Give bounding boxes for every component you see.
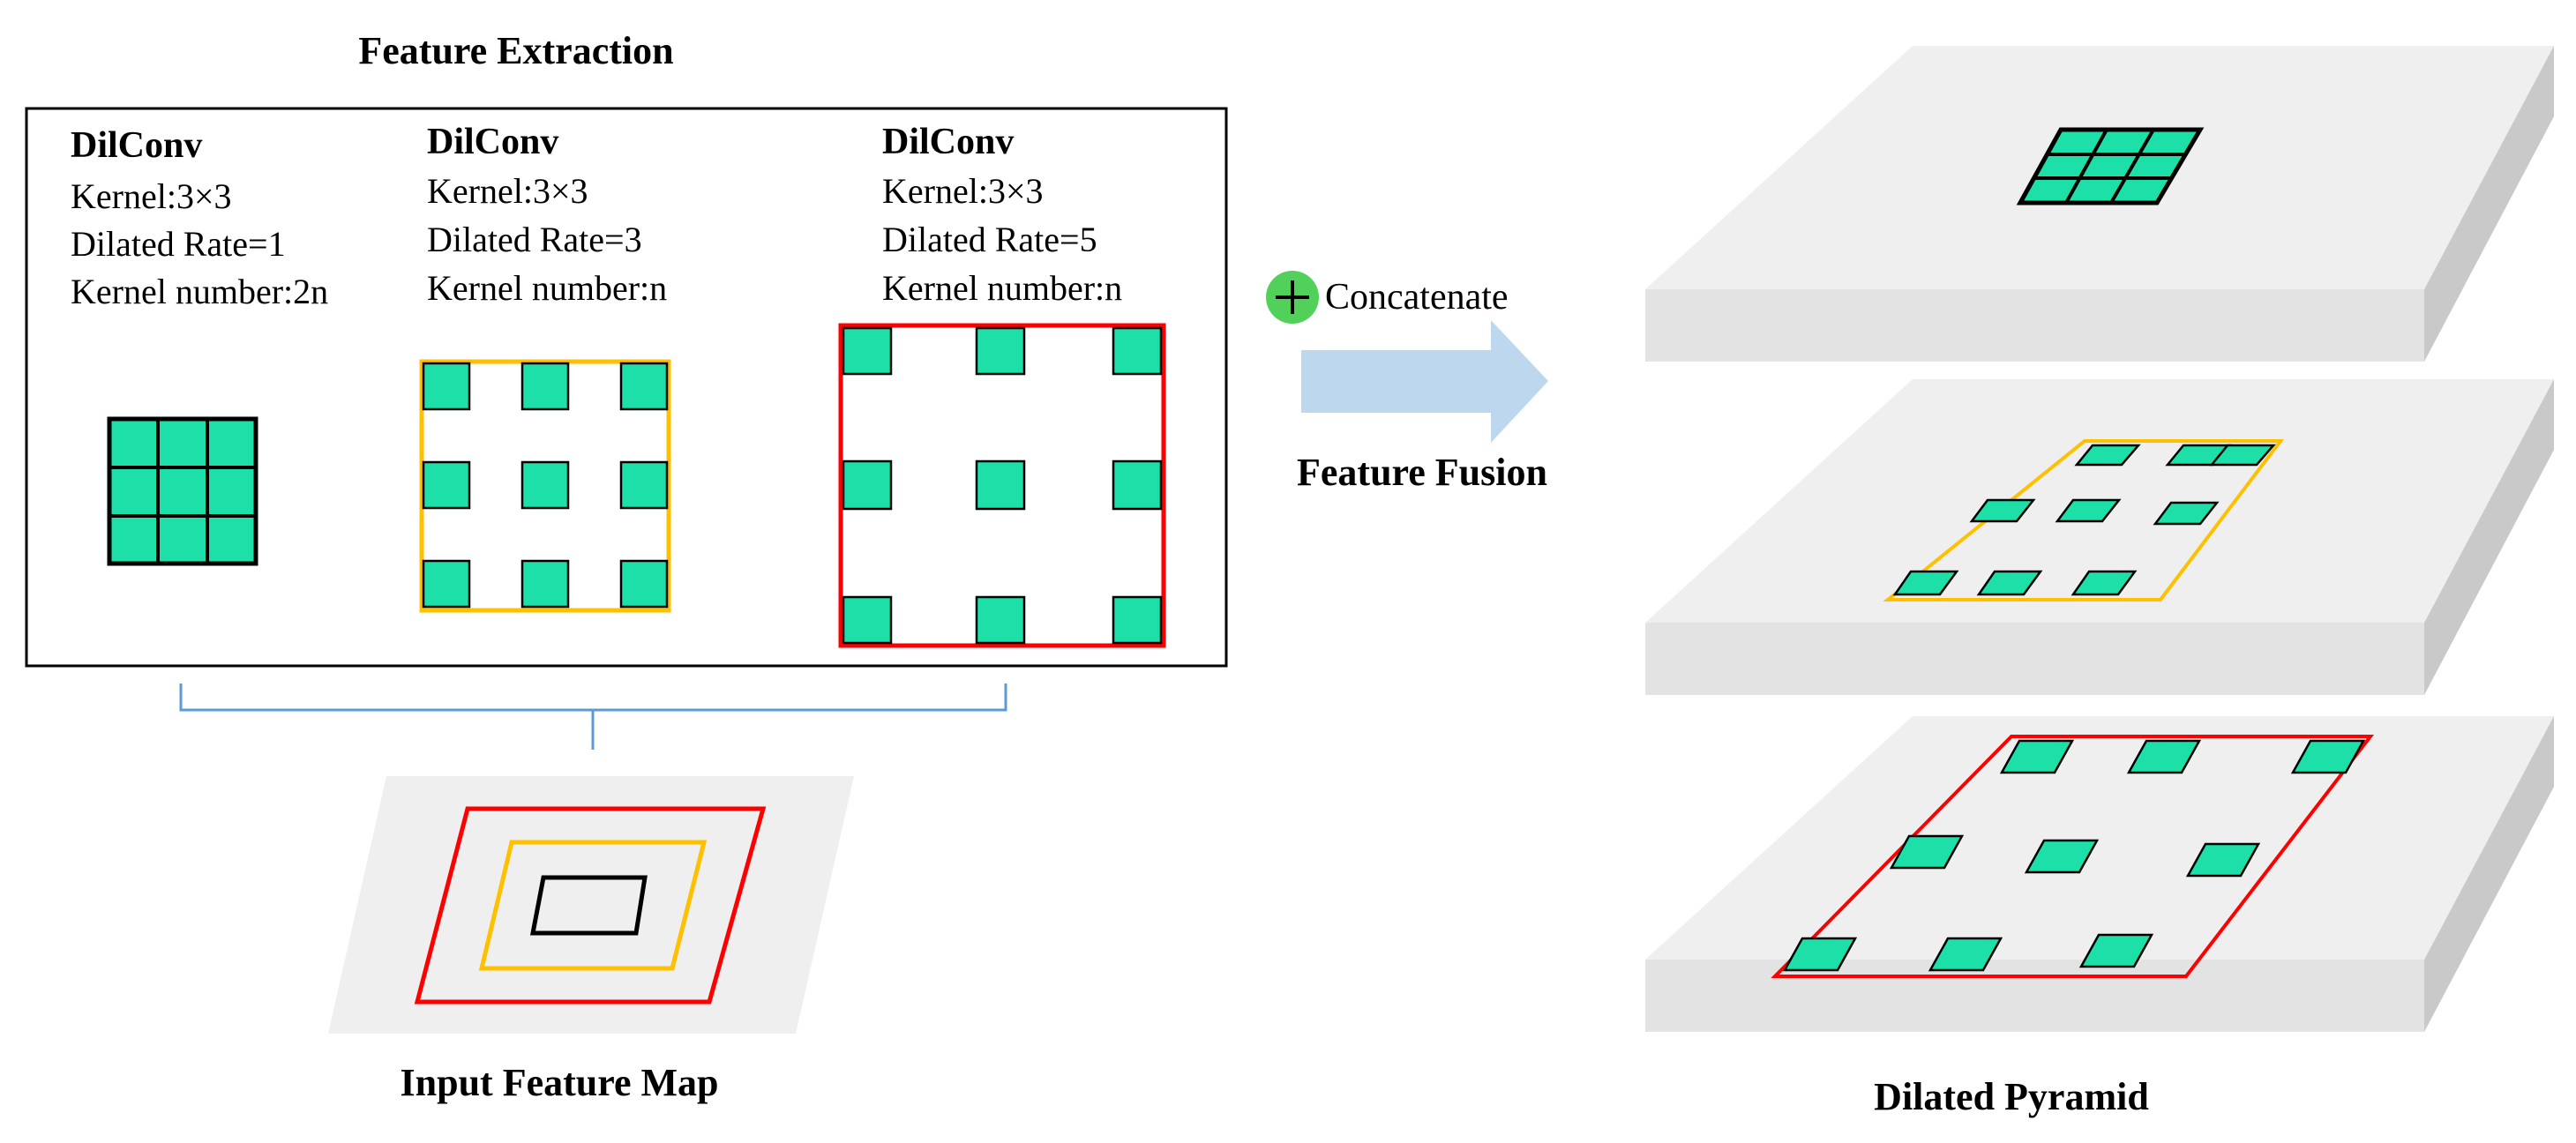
- pyramid-1-kernel: [2016, 127, 2205, 205]
- kernel-rate-5: [838, 323, 1166, 648]
- dilconv-1-number: Kernel number:2n: [71, 272, 328, 311]
- concatenate-label: Concatenate: [1325, 277, 1509, 318]
- input-map-plane: [328, 776, 854, 1034]
- dilconv-1-rate: Dilated Rate=1: [71, 224, 286, 264]
- dilconv-3-caption: DilConv Kernel:3×3 Dilated Rate=5 Kernel…: [882, 122, 1122, 308]
- kernel-1-grid: [107, 416, 258, 566]
- feature-extraction-title: Feature Extraction: [358, 29, 673, 72]
- input-map-rate3-region: [478, 840, 708, 971]
- dilconv-1-name: DilConv: [71, 125, 202, 166]
- dilconv-1-kernel: Kernel:3×3: [71, 176, 232, 216]
- pyramid-layer-2: [1645, 379, 2554, 695]
- dilconv-2-number: Kernel number:n: [427, 268, 667, 308]
- kernel-rate-1: [107, 416, 258, 566]
- fusion-arrow: [1301, 320, 1548, 443]
- dilconv-3-name: DilConv: [882, 122, 1014, 162]
- pyramid-2-frame: [1883, 439, 2285, 601]
- feature-extraction-box: [25, 107, 1228, 668]
- input-feature-map-label: Input Feature Map: [401, 1061, 719, 1104]
- dilconv-2-caption: DilConv Kernel:3×3 Dilated Rate=3 Kernel…: [427, 122, 667, 308]
- input-map-rate1-region: [529, 875, 648, 936]
- feature-fusion-label: Feature Fusion: [1297, 451, 1547, 494]
- pyramid-3-frame: [1771, 735, 2375, 978]
- pyramid-layer-3: [1645, 716, 2554, 1032]
- dilconv-2-kernel: Kernel:3×3: [427, 171, 588, 211]
- input-map-rate5-region: [414, 806, 767, 1005]
- dilconv-3-kernel: Kernel:3×3: [882, 171, 1044, 211]
- dilconv-3-number: Kernel number:n: [882, 268, 1122, 308]
- dilated-pyramid-label: Dilated Pyramid: [1874, 1075, 2149, 1118]
- pyramid-layer-1: [1645, 46, 2554, 362]
- dilconv-2-rate: Dilated Rate=3: [427, 220, 642, 259]
- concatenate-symbol: [1266, 271, 1319, 324]
- input-feature-map: [328, 776, 854, 1034]
- dilconv-3-rate: Dilated Rate=5: [882, 220, 1097, 259]
- kernel-rate-3: [419, 359, 671, 613]
- brace: [179, 684, 1007, 750]
- dilconv-2-name: DilConv: [427, 122, 558, 162]
- dilconv-1-caption: DilConv Kernel:3×3 Dilated Rate=1 Kernel…: [71, 125, 328, 311]
